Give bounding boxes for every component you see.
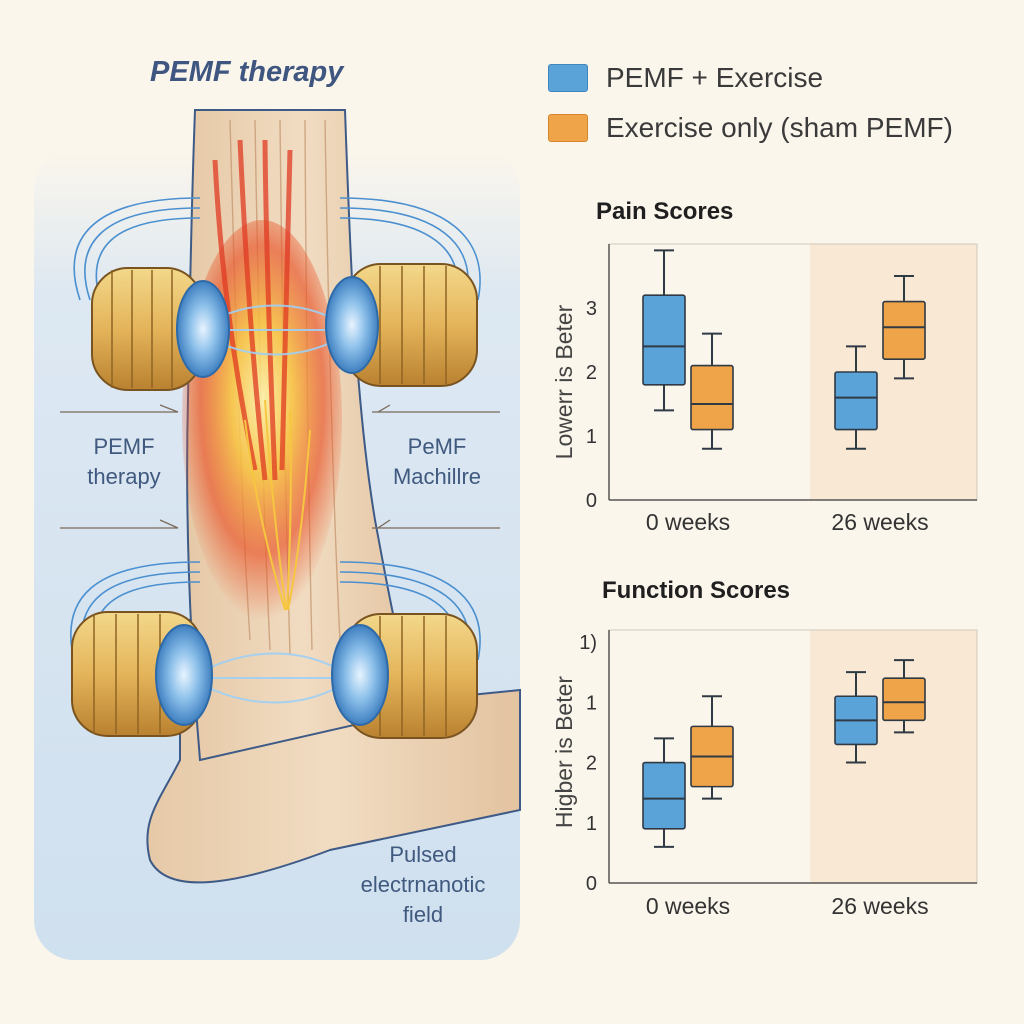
x-tick-label: 0 weeks xyxy=(646,509,730,535)
y-tick-label: 2 xyxy=(586,753,597,775)
x-tick-label: 0 weeks xyxy=(646,893,730,919)
box-sham-26-weeks xyxy=(882,659,926,734)
coil-top-left xyxy=(91,267,230,391)
pemf-illustration xyxy=(34,109,521,960)
x-tick-label: 26 weeks xyxy=(831,893,928,919)
shaded-region xyxy=(810,630,977,883)
y-tick-label: 1 xyxy=(586,426,597,448)
pain-chart-title: Pain Scores xyxy=(596,198,734,225)
legend-item-pemf: PEMF + Exercise xyxy=(548,62,953,94)
function-chart-title: Function Scores xyxy=(602,577,791,604)
box-body xyxy=(834,371,878,431)
box-body xyxy=(642,294,686,386)
legend: PEMF + Exercise Exercise only (sham PEMF… xyxy=(548,62,953,162)
coil-bottom-left xyxy=(71,611,213,737)
coil-top-right xyxy=(325,263,478,387)
label-pemf-machine: PeMF Machillre xyxy=(392,434,482,489)
coil-bottom-right xyxy=(331,613,478,739)
y-tick-label: 2 xyxy=(586,362,597,384)
box-sham-0-weeks xyxy=(690,695,734,800)
y-tick-label: 0 xyxy=(586,873,597,895)
illustration-title: PEMF therapy xyxy=(150,56,344,88)
box-sham-0-weeks xyxy=(690,332,734,450)
x-tick-label: 26 weeks xyxy=(831,509,928,535)
y-axis-label: Lowerr is Beter xyxy=(551,304,577,459)
label-pulsed-field: Pulsed electrnanotic field xyxy=(360,842,486,927)
legend-swatch-sham xyxy=(548,114,588,142)
box-body xyxy=(882,677,926,722)
box-pemf-26-weeks xyxy=(834,345,878,450)
box-body xyxy=(690,364,734,431)
label-pemf-therapy: PEMF therapy xyxy=(87,434,161,489)
y-tick-label: 1 xyxy=(586,692,597,714)
legend-swatch-pemf xyxy=(548,64,588,92)
field-pulse-bottom xyxy=(204,652,341,704)
box-body xyxy=(642,761,686,830)
y-tick-label: 3 xyxy=(586,298,597,320)
y-tick-label: 1 xyxy=(586,813,597,835)
y-tick-label: 0 xyxy=(586,490,597,512)
label-pointer-lines xyxy=(60,404,500,529)
magnetic-field-lines-top xyxy=(73,197,481,301)
box-pemf-0-weeks xyxy=(642,249,686,412)
legend-label-pemf: PEMF + Exercise xyxy=(606,62,824,93)
box-pemf-0-weeks xyxy=(642,737,686,848)
box-pemf-26-weeks xyxy=(834,671,878,764)
box-body xyxy=(882,300,926,361)
legend-label-sham: Exercise only (sham PEMF) xyxy=(606,112,953,143)
legend-item-sham: Exercise only (sham PEMF) xyxy=(548,112,953,144)
yellow-fibers xyxy=(244,399,311,611)
y-tick-label: 1) xyxy=(579,632,597,654)
y-axis-label: Higber is Beter xyxy=(551,676,577,828)
box-sham-26-weeks xyxy=(882,275,926,380)
